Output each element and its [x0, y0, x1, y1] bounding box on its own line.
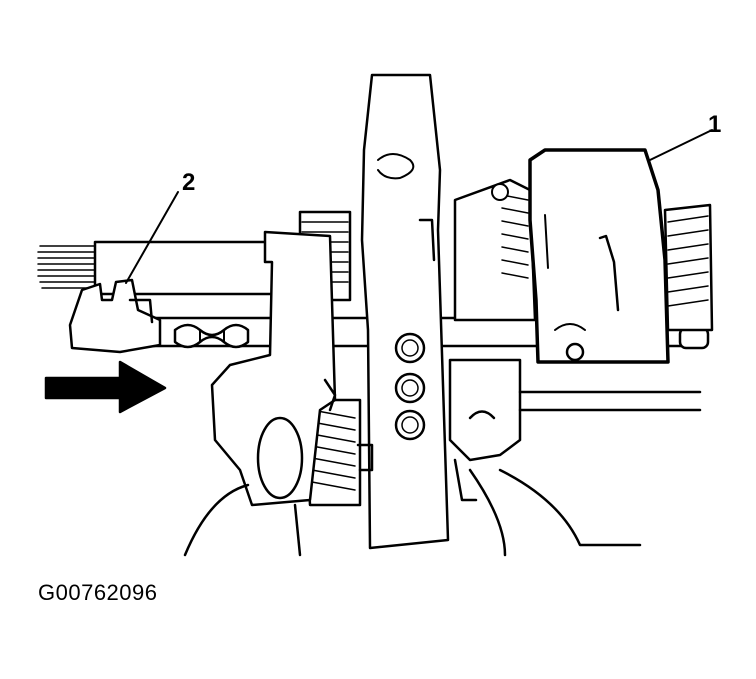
case-housing-plate [356, 73, 478, 550]
direction-arrow [44, 360, 167, 414]
synchronizer-hub [453, 178, 537, 322]
synchronizer-sleeve [528, 148, 670, 364]
callout-2: 2 [182, 169, 195, 196]
leader-lines [125, 129, 713, 284]
case-base-contour [183, 468, 642, 557]
shift-lever [210, 230, 337, 507]
bolt-holes [394, 332, 426, 441]
splined-shaft-left [37, 240, 282, 296]
lower-bracket [448, 358, 702, 462]
callout-1: 1 [708, 111, 721, 138]
figure-id: G00762096 [38, 580, 158, 605]
shift-fork-selector [68, 278, 250, 354]
detent-notches [173, 323, 250, 349]
output-gear [663, 203, 714, 332]
